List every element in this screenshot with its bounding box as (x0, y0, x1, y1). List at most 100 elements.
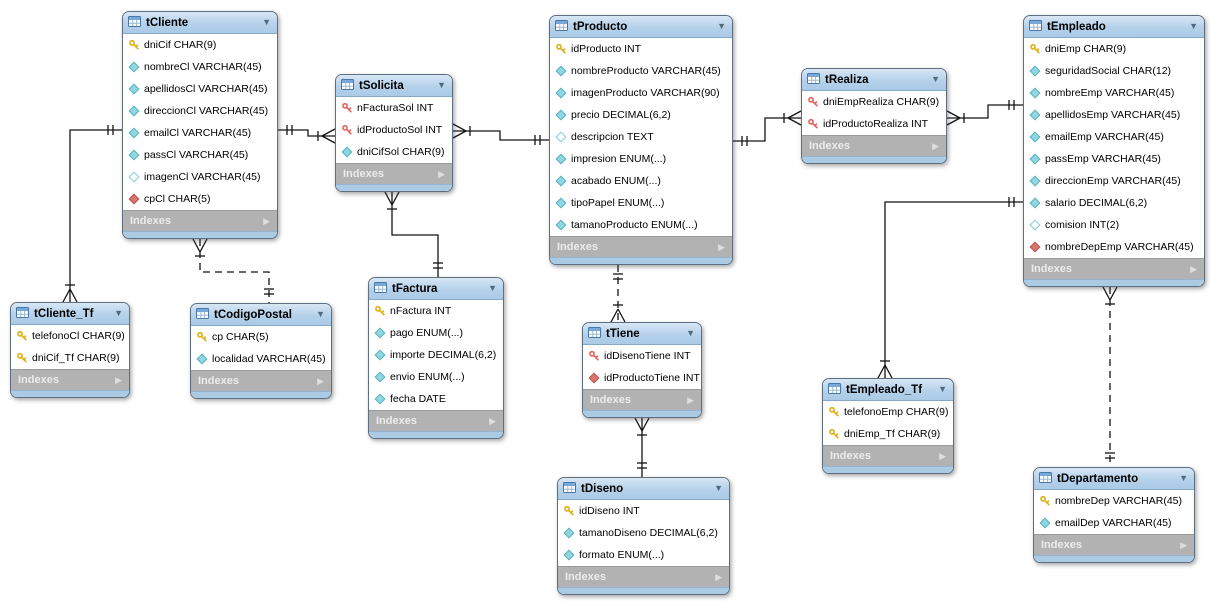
column-row[interactable]: cp CHAR(5) (191, 326, 331, 348)
indexes-bar[interactable]: Indexes▶ (558, 566, 729, 587)
column-row[interactable]: importe DECIMAL(6,2) (369, 344, 503, 366)
column-row[interactable]: emailDep VARCHAR(45) (1034, 512, 1194, 534)
table-tEmpleado_Tf[interactable]: tEmpleado_Tf▼telefonoEmp CHAR(9)dniEmp_T… (822, 378, 954, 474)
indexes-bar[interactable]: Indexes▶ (191, 370, 331, 391)
indexes-bar[interactable]: Indexes▶ (336, 163, 452, 184)
table-header[interactable]: tDiseno▼ (558, 478, 729, 500)
collapse-arrow-icon[interactable]: ▼ (262, 17, 271, 27)
collapse-arrow-icon[interactable]: ▼ (938, 384, 947, 394)
relationship-tSolicita-tFactura[interactable] (384, 191, 443, 277)
indexes-bar[interactable]: Indexes▶ (11, 369, 129, 390)
table-tCodigoPostal[interactable]: tCodigoPostal▼cp CHAR(5)localidad VARCHA… (190, 303, 332, 399)
table-header[interactable]: tEmpleado_Tf▼ (823, 379, 953, 401)
column-row[interactable]: impresion ENUM(...) (550, 148, 732, 170)
column-row[interactable]: passEmp VARCHAR(45) (1024, 148, 1204, 170)
indexes-bar[interactable]: Indexes▶ (1034, 534, 1194, 555)
column-row[interactable]: pago ENUM(...) (369, 322, 503, 344)
expand-arrow-icon[interactable]: ▶ (263, 215, 270, 226)
table-header[interactable]: tTiene▼ (583, 323, 701, 345)
collapse-arrow-icon[interactable]: ▼ (717, 21, 726, 31)
expand-arrow-icon[interactable]: ▶ (718, 241, 725, 252)
column-row[interactable]: idProductoSol INT (336, 119, 452, 141)
table-tCliente[interactable]: tCliente▼dniCif CHAR(9)nombreCl VARCHAR(… (122, 11, 278, 239)
column-row[interactable]: dniCif_Tf CHAR(9) (11, 347, 129, 369)
column-row[interactable]: tipoPapel ENUM(...) (550, 192, 732, 214)
expand-arrow-icon[interactable]: ▶ (115, 374, 122, 385)
indexes-bar[interactable]: Indexes▶ (369, 410, 503, 431)
relationship-tCliente-tCliente_Tf[interactable] (62, 125, 122, 303)
table-header[interactable]: tCliente_Tf▼ (11, 303, 129, 325)
column-row[interactable]: dniEmp_Tf CHAR(9) (823, 423, 953, 445)
column-row[interactable]: dniEmp CHAR(9) (1024, 38, 1204, 60)
column-row[interactable]: descripcion TEXT (550, 126, 732, 148)
collapse-arrow-icon[interactable]: ▼ (437, 80, 446, 90)
table-tCliente_Tf[interactable]: tCliente_Tf▼telefonoCl CHAR(9)dniCif_Tf … (10, 302, 130, 398)
expand-arrow-icon[interactable]: ▶ (489, 415, 496, 426)
relationship-tRealiza-tEmpleado[interactable] (946, 100, 1023, 126)
table-header[interactable]: tProducto▼ (550, 16, 732, 38)
relationship-tCliente-tSolicita[interactable] (278, 125, 336, 144)
expand-arrow-icon[interactable]: ▶ (317, 375, 324, 386)
table-header[interactable]: tDepartamento▼ (1034, 468, 1194, 490)
collapse-arrow-icon[interactable]: ▼ (1189, 21, 1198, 31)
column-row[interactable]: idProducto INT (550, 38, 732, 60)
column-row[interactable]: localidad VARCHAR(45) (191, 348, 331, 370)
column-row[interactable]: dniCifSol CHAR(9) (336, 141, 452, 163)
table-header[interactable]: tEmpleado▼ (1024, 16, 1204, 38)
column-row[interactable]: idProductoTiene INT (583, 367, 701, 389)
column-row[interactable]: formato ENUM(...) (558, 544, 729, 566)
expand-arrow-icon[interactable]: ▶ (438, 168, 445, 179)
column-row[interactable]: dniCif CHAR(9) (123, 34, 277, 56)
column-row[interactable]: comision INT(2) (1024, 214, 1204, 236)
expand-arrow-icon[interactable]: ▶ (715, 571, 722, 582)
column-row[interactable]: direccionEmp VARCHAR(45) (1024, 170, 1204, 192)
column-row[interactable]: emailEmp VARCHAR(45) (1024, 126, 1204, 148)
indexes-bar[interactable]: Indexes▶ (823, 445, 953, 466)
relationship-tEmpleado-tEmpleado_Tf[interactable] (877, 197, 1023, 379)
column-row[interactable]: passCl VARCHAR(45) (123, 144, 277, 166)
column-row[interactable]: tamanoDiseno DECIMAL(6,2) (558, 522, 729, 544)
indexes-bar[interactable]: Indexes▶ (123, 210, 277, 231)
collapse-arrow-icon[interactable]: ▼ (686, 328, 695, 338)
relationship-tCliente-tCodigoPostal[interactable] (192, 238, 274, 303)
relationship-tEmpleado-tDepartamento[interactable] (1102, 286, 1118, 467)
table-header[interactable]: tCliente▼ (123, 12, 277, 34)
expand-arrow-icon[interactable]: ▶ (687, 394, 694, 405)
indexes-bar[interactable]: Indexes▶ (802, 135, 946, 156)
table-tDepartamento[interactable]: tDepartamento▼nombreDep VARCHAR(45)email… (1033, 467, 1195, 563)
column-row[interactable]: idDiseno INT (558, 500, 729, 522)
table-tRealiza[interactable]: tRealiza▼dniEmpRealiza CHAR(9)idProducto… (801, 68, 947, 164)
table-tEmpleado[interactable]: tEmpleado▼dniEmp CHAR(9)seguridadSocial … (1023, 15, 1205, 287)
table-header[interactable]: tCodigoPostal▼ (191, 304, 331, 326)
expand-arrow-icon[interactable]: ▶ (939, 450, 946, 461)
column-row[interactable]: nombreEmp VARCHAR(45) (1024, 82, 1204, 104)
column-row[interactable]: seguridadSocial CHAR(12) (1024, 60, 1204, 82)
table-header[interactable]: tSolicita▼ (336, 75, 452, 97)
column-row[interactable]: envio ENUM(...) (369, 366, 503, 388)
collapse-arrow-icon[interactable]: ▼ (931, 74, 940, 84)
column-row[interactable]: acabado ENUM(...) (550, 170, 732, 192)
expand-arrow-icon[interactable]: ▶ (1180, 539, 1187, 550)
column-row[interactable]: nFacturaSol INT (336, 97, 452, 119)
column-row[interactable]: nombreDepEmp VARCHAR(45) (1024, 236, 1204, 258)
column-row[interactable]: imagenProducto VARCHAR(90) (550, 82, 732, 104)
column-row[interactable]: apellidosEmp VARCHAR(45) (1024, 104, 1204, 126)
table-header[interactable]: tFactura▼ (369, 278, 503, 300)
column-row[interactable]: apellidosCl VARCHAR(45) (123, 78, 277, 100)
column-row[interactable]: imagenCl VARCHAR(45) (123, 166, 277, 188)
expand-arrow-icon[interactable]: ▶ (1190, 263, 1197, 274)
collapse-arrow-icon[interactable]: ▼ (714, 483, 723, 493)
relationship-tTiene-tDiseno[interactable] (634, 417, 650, 477)
column-row[interactable]: direccionCl VARCHAR(45) (123, 100, 277, 122)
relationship-tSolicita-tProducto[interactable] (452, 123, 549, 145)
table-header[interactable]: tRealiza▼ (802, 69, 946, 91)
indexes-bar[interactable]: Indexes▶ (550, 236, 732, 257)
collapse-arrow-icon[interactable]: ▼ (114, 308, 123, 318)
column-row[interactable]: precio DECIMAL(6,2) (550, 104, 732, 126)
